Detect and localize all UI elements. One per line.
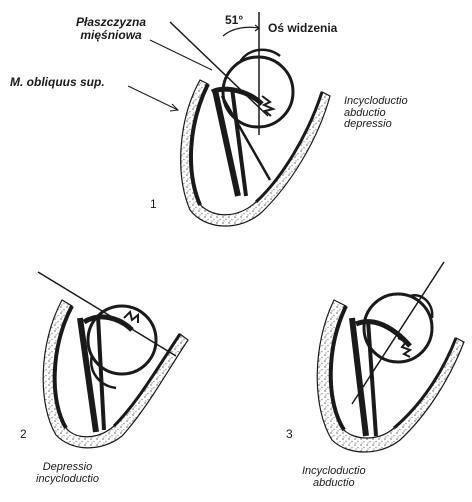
angle-label: 51° (225, 14, 243, 27)
muscle-leader (128, 86, 178, 110)
figure-3-actions: Incycloductio abductio (302, 466, 366, 489)
muscle-plane-label: Płaszczyzna mięśniowa (76, 16, 146, 41)
figure-2-number: 2 (20, 428, 27, 441)
figure-3-action-2: abductio (302, 478, 366, 490)
figure-2 (38, 272, 188, 448)
muscle-plane-line1: Płaszczyzna (76, 16, 146, 29)
figure-2-action-1: Depressio (36, 462, 99, 474)
muscle-plane-line2: mięśniowa (76, 29, 146, 42)
figure-1-actions: Incycloductio abductio depressio (344, 96, 408, 131)
figure-1-number: 1 (150, 198, 157, 211)
visual-axis-label: Oś widzenia (268, 22, 337, 35)
plane-leader (150, 40, 212, 70)
figure-3-number: 3 (286, 428, 293, 441)
figure-2-actions: Depressio incycloductio (36, 462, 99, 485)
eyeball-3 (364, 294, 432, 362)
muscle-name-label: M. obliquus sup. (10, 76, 105, 89)
muscle-leader-arrow (170, 104, 178, 111)
figure-1-action-3: depressio (344, 119, 408, 131)
figure-1-action-1: Incycloductio (344, 96, 408, 108)
figure-3 (317, 262, 464, 452)
angle-arc (223, 27, 259, 36)
figure-1 (128, 12, 330, 226)
figure-3-action-1: Incycloductio (302, 466, 366, 478)
figure-2-action-2: incycloductio (36, 474, 99, 486)
